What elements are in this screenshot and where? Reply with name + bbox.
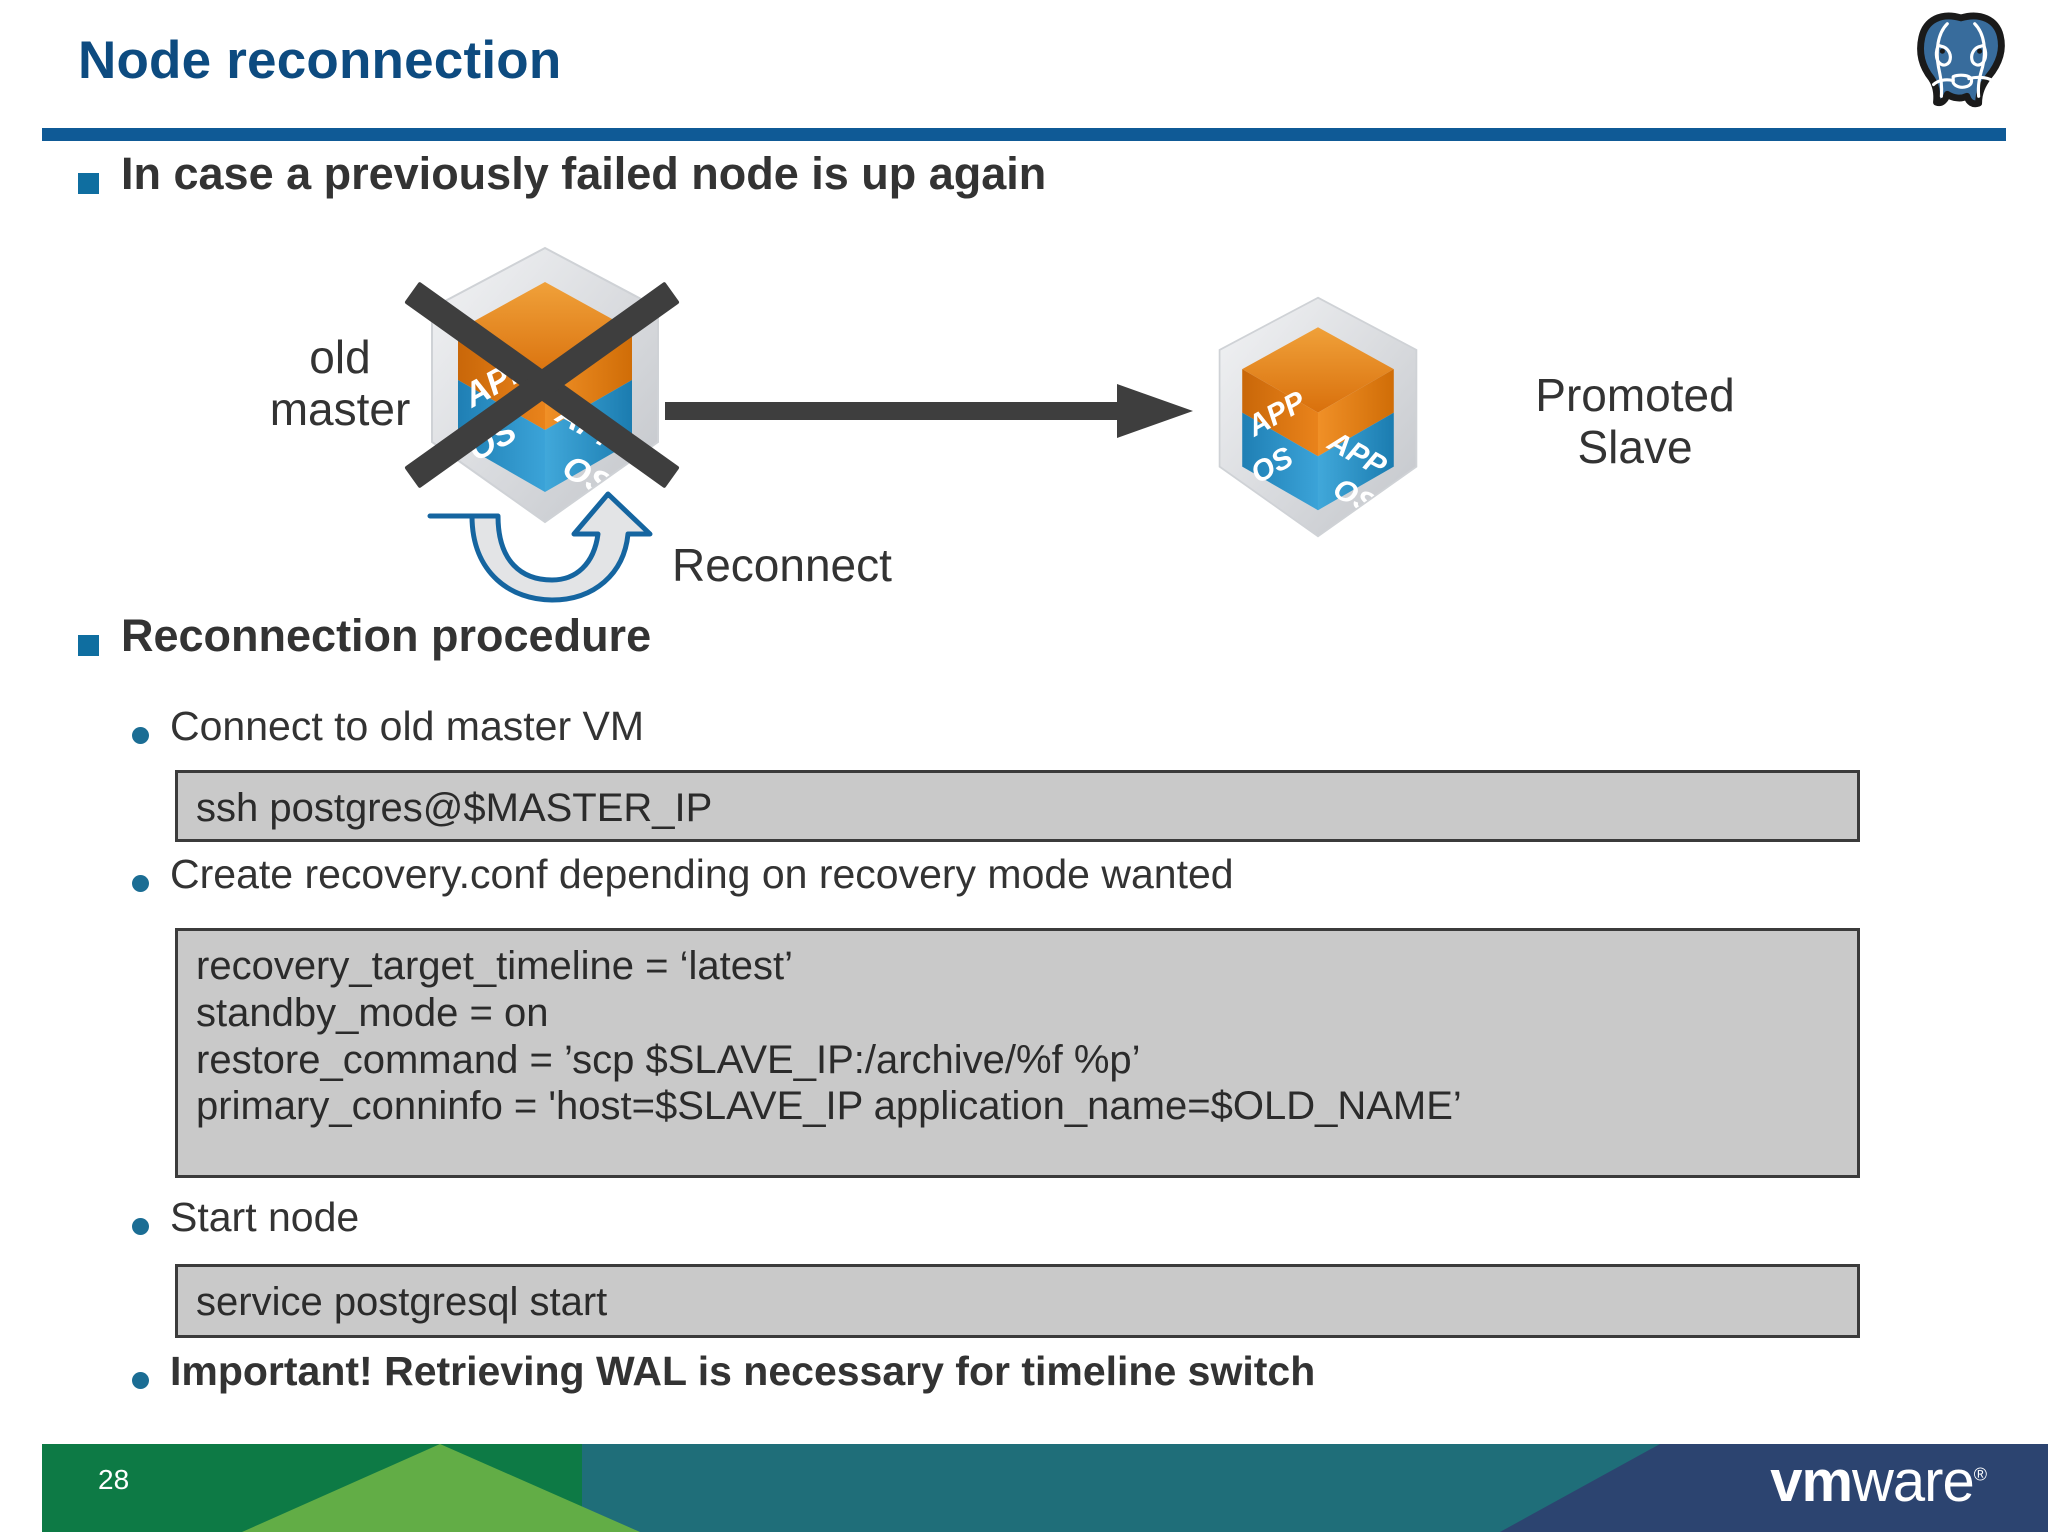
sub-bullet-label: Start node [170,1194,360,1240]
bullet-item-1: In case a previously failed node is up a… [78,150,1046,197]
postgresql-elephant-icon [1912,8,2010,116]
old-master-label-line1: old [309,331,371,383]
bullet-item-2: Reconnection procedure [78,612,651,659]
promoted-slave-label: Promoted Slave [1470,369,1800,473]
bullet-1-label: In case a previously failed node is up a… [121,148,1047,199]
promoted-slave-label-line1: Promoted [1535,369,1735,421]
vm-cube-icon-promoted-slave: APP APP OS OS [1208,282,1428,552]
promoted-slave-label-line2: Slave [1577,420,1693,473]
vmware-logo-ware: ware [1852,1449,1975,1514]
sub-bullet-create-recovery-conf: Create recovery.conf depending on recove… [132,851,1234,897]
vmware-logo-registered-icon: ® [1973,1464,1987,1485]
page-number: 28 [98,1464,130,1495]
reconnect-label: Reconnect [672,539,892,591]
slide-footer [0,1444,2048,1536]
sub-bullet-connect-to-old-master: Connect to old master VM [132,703,644,749]
sub-bullet-label: Connect to old master VM [170,703,644,749]
title-underline-rule [42,128,2006,141]
round-bullet-icon [132,875,149,892]
code-block-start-service: service postgresql start [175,1264,1860,1338]
old-master-label: old master [240,331,440,435]
curved-up-arrow-icon [412,490,692,615]
code-block-recovery-conf: recovery_target_timeline = ‘latest’ stan… [175,928,1860,1178]
page-title: Node reconnection [78,31,562,90]
sub-bullet-start-node: Start node [132,1194,360,1240]
round-bullet-icon [132,1218,149,1235]
old-master-label-line2: master [269,382,411,435]
vmware-logo: vmware® [1770,1448,1987,1515]
sub-bullet-label: Important! Retrieving WAL is necessary f… [170,1348,1316,1394]
code-block-ssh: ssh postgres@$MASTER_IP [175,770,1860,842]
sub-bullet-label: Create recovery.conf depending on recove… [170,851,1234,897]
vmware-logo-vm: vm [1770,1449,1853,1514]
square-bullet-icon [78,173,99,194]
round-bullet-icon [132,727,149,744]
square-bullet-icon [78,635,99,656]
round-bullet-icon [132,1372,149,1389]
sub-bullet-important-wal: Important! Retrieving WAL is necessary f… [132,1348,1316,1394]
bullet-2-label: Reconnection procedure [121,610,652,661]
failover-arrow-icon [665,378,1195,453]
